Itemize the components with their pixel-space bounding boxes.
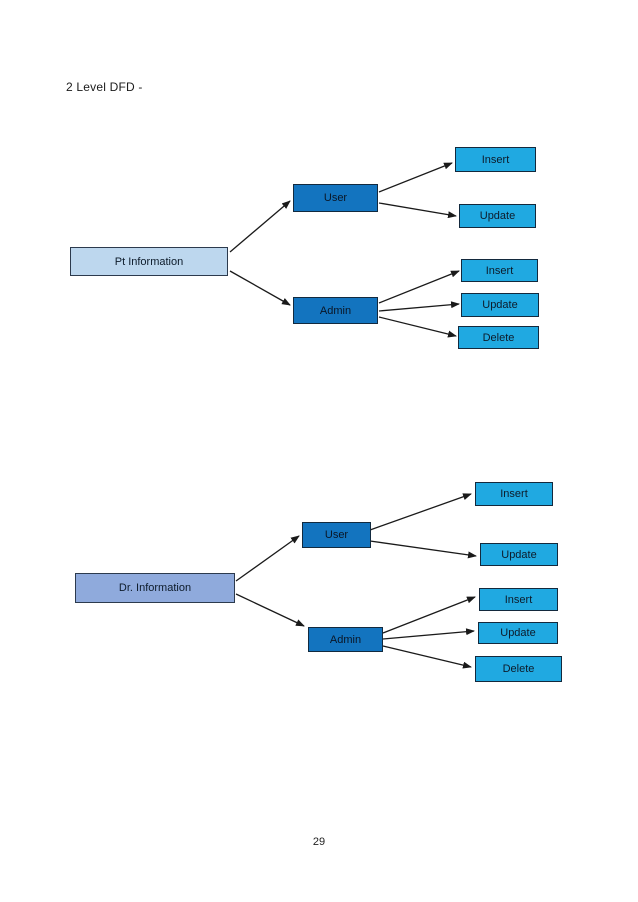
node-label: User — [324, 529, 349, 541]
arrow-user2-to-update — [369, 540, 477, 559]
node-user-2: User — [302, 522, 371, 548]
arrow-admin1-to-delete — [378, 316, 457, 338]
node-user1-update: Update — [459, 204, 536, 228]
node-admin2-update: Update — [478, 622, 558, 644]
node-label: Delete — [502, 663, 535, 675]
arrow-drinfo-to-user — [235, 535, 300, 582]
node-label: Insert — [481, 153, 510, 166]
node-label: Delete — [482, 331, 515, 344]
node-pt-information: Pt Information — [70, 247, 228, 276]
node-label: User — [323, 192, 348, 204]
arrow-admin1-to-insert — [378, 270, 460, 304]
arrow-admin2-to-insert — [382, 596, 476, 634]
page-title: 2 Level DFD - — [66, 80, 143, 94]
node-label: Insert — [500, 488, 528, 500]
node-label: Admin — [329, 633, 362, 646]
node-label: Admin — [319, 304, 352, 317]
page-number: 29 — [312, 836, 326, 848]
node-admin-2: Admin — [308, 627, 383, 652]
node-label: Insert — [504, 593, 533, 606]
arrow-user1-to-insert — [378, 162, 453, 193]
node-admin1-insert: Insert — [461, 259, 538, 282]
arrow-admin2-to-delete — [382, 645, 472, 669]
arrow-ptinfo-to-user — [229, 200, 291, 253]
node-label: Update — [501, 548, 537, 561]
node-admin2-insert: Insert — [479, 588, 558, 611]
node-label: Insert — [485, 264, 514, 277]
node-user-1: User — [293, 184, 378, 212]
arrow-user2-to-insert — [369, 493, 472, 531]
node-admin1-update: Update — [461, 293, 539, 317]
arrow-admin2-to-delete-mid — [382, 628, 475, 640]
arrow-user1-to-update — [378, 202, 457, 219]
arrow-drinfo-to-admin — [235, 593, 305, 627]
node-label: Update — [500, 627, 536, 639]
node-admin2-delete: Delete — [475, 656, 562, 682]
node-label: Update — [482, 299, 518, 311]
node-admin1-delete: Delete — [458, 326, 539, 349]
node-label: Pt Information — [114, 255, 184, 268]
node-label: Dr. Information — [118, 582, 192, 594]
node-label: Update — [479, 210, 516, 222]
node-user2-update: Update — [480, 543, 558, 566]
arrow-ptinfo-to-admin — [229, 270, 291, 306]
node-dr-information: Dr. Information — [75, 573, 235, 603]
node-user2-insert: Insert — [475, 482, 553, 506]
node-admin-1: Admin — [293, 297, 378, 324]
node-user1-insert: Insert — [455, 147, 536, 172]
arrow-admin1-to-update — [378, 301, 460, 312]
